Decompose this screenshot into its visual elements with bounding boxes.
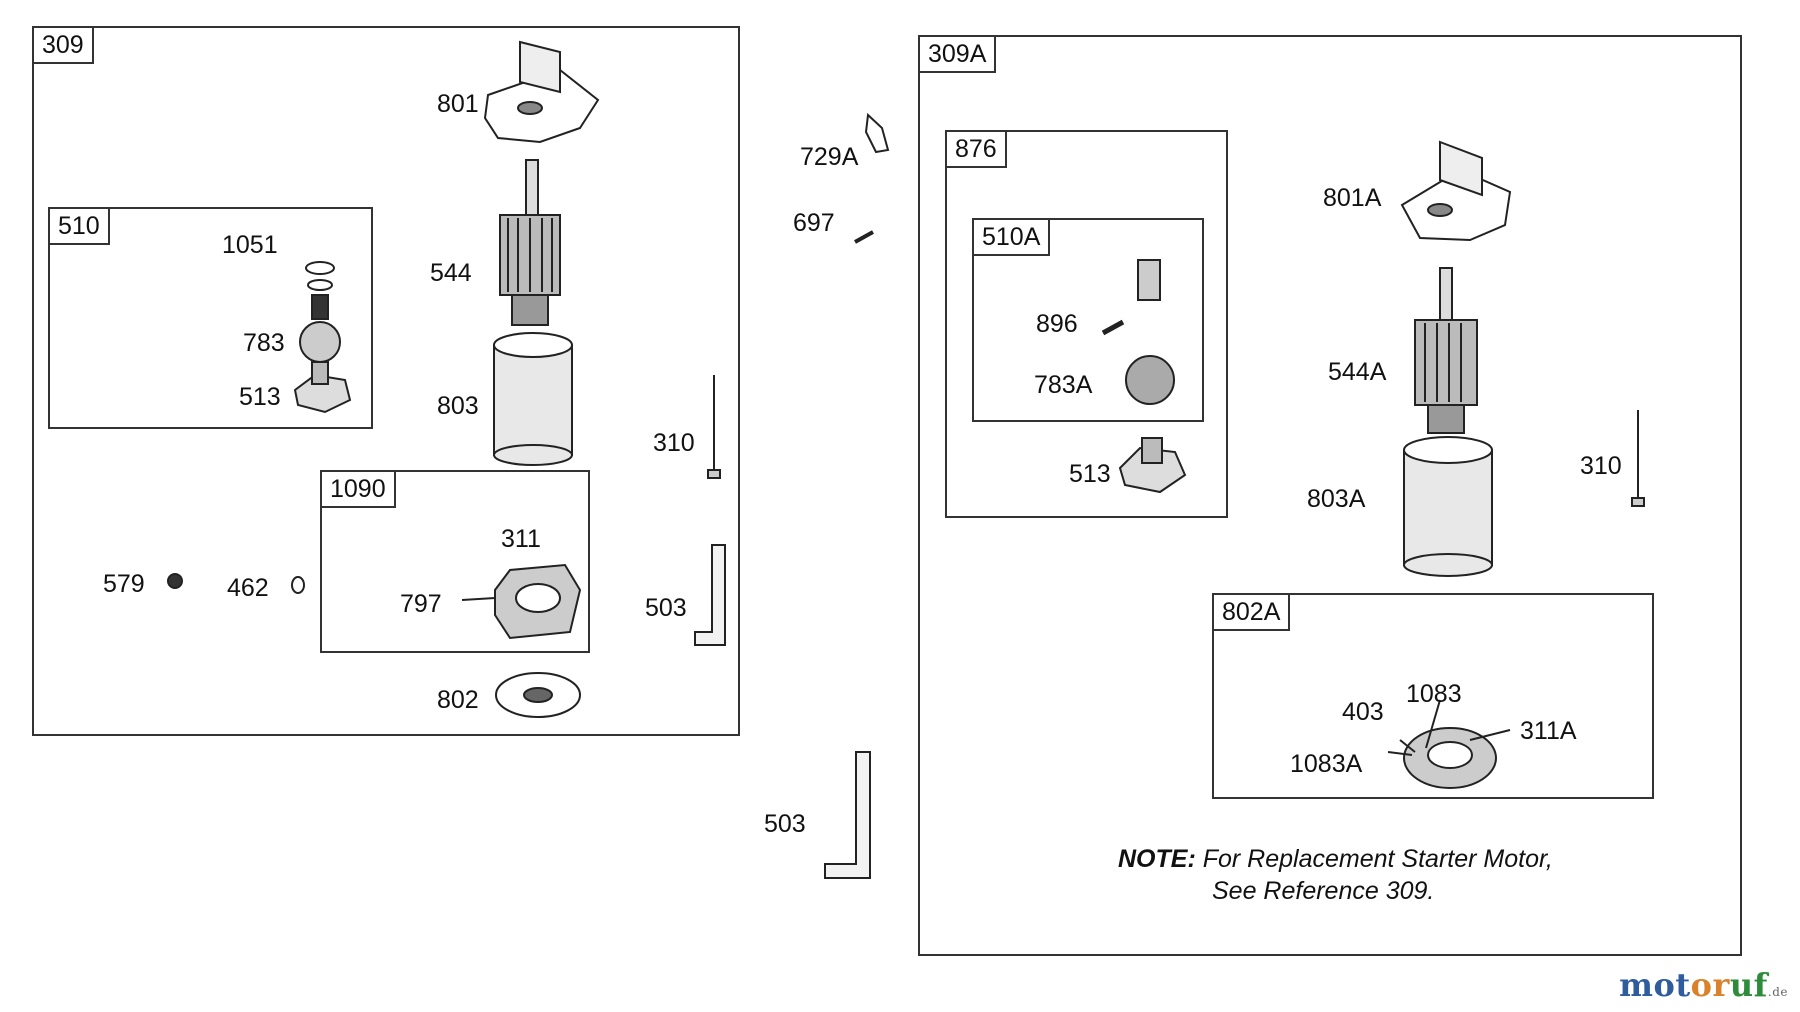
label-513: 513 [239, 383, 281, 411]
label-797: 797 [400, 590, 442, 618]
group-1090-box: 1090 [320, 470, 590, 653]
replacement-note: NOTE: For Replacement Starter Motor, See… [1118, 843, 1553, 907]
label-503-b: 503 [764, 810, 806, 838]
label-503: 503 [645, 594, 687, 622]
watermark-part-2: or [1690, 966, 1730, 1004]
part-729a-clip [864, 112, 890, 154]
note-line-2: See Reference 309. [1212, 877, 1435, 905]
part-310-bolt [707, 375, 721, 479]
label-1051: 1051 [222, 231, 278, 259]
note-line-1: For Replacement Starter Motor, [1202, 845, 1553, 873]
label-783: 783 [243, 329, 285, 357]
label-310: 310 [653, 429, 695, 457]
part-803a-housing [1403, 436, 1493, 577]
group-802a-tag: 802A [1212, 593, 1291, 631]
watermark-suffix: .de [1767, 985, 1788, 999]
part-579-nut [167, 573, 183, 589]
part-503-strap-b [824, 751, 871, 879]
label-310-b: 310 [1580, 452, 1622, 480]
part-510a-drive [1101, 259, 1187, 494]
part-544-armature [499, 159, 561, 326]
watermark-part-3: uf [1729, 966, 1768, 1004]
label-311: 311 [501, 525, 541, 553]
label-803: 803 [437, 392, 479, 420]
label-1083: 1083 [1406, 680, 1462, 708]
part-544a-armature [1414, 267, 1478, 434]
label-403: 403 [1342, 698, 1384, 726]
part-803-housing [493, 332, 573, 466]
part-510-drive [293, 261, 352, 414]
label-896: 896 [1036, 310, 1078, 338]
label-697: 697 [793, 209, 835, 237]
part-801-bracket [483, 40, 600, 144]
part-801a-bracket [1400, 140, 1512, 242]
label-783a: 783A [1034, 371, 1093, 399]
group-802a-box: 802A [1212, 593, 1654, 799]
group-510-box: 510 [48, 207, 373, 429]
group-876-tag: 876 [945, 130, 1007, 168]
label-513-b: 513 [1069, 460, 1111, 488]
group-510-tag: 510 [48, 207, 110, 245]
label-802: 802 [437, 686, 479, 714]
group-510a-tag: 510A [972, 218, 1051, 256]
part-1090-endcap [461, 563, 582, 640]
label-729a: 729A [800, 143, 859, 171]
group-309-box: 309 [32, 26, 740, 736]
part-697-screw [854, 230, 874, 244]
watermark-logo: motoruf.de [1619, 966, 1788, 1004]
label-803a: 803A [1307, 485, 1366, 513]
group-876-box: 876 [945, 130, 1228, 518]
group-1090-tag: 1090 [320, 470, 396, 508]
part-802a-endcap [1387, 699, 1511, 789]
label-801a: 801A [1323, 184, 1382, 212]
label-1083a: 1083A [1290, 750, 1363, 778]
label-544: 544 [430, 259, 472, 287]
part-503-strap [694, 544, 726, 646]
label-801: 801 [437, 90, 479, 118]
watermark-part-1: mot [1619, 966, 1691, 1004]
part-310b-bolt [1631, 410, 1645, 507]
label-579: 579 [103, 570, 145, 598]
note-label: NOTE: [1118, 845, 1196, 873]
part-462-washer [291, 576, 305, 594]
label-462: 462 [227, 574, 269, 602]
group-309a-tag: 309A [918, 35, 997, 73]
group-309-tag: 309 [32, 26, 94, 64]
label-544a: 544A [1328, 358, 1387, 386]
group-510a-box: 510A [972, 218, 1204, 422]
label-311a: 311A [1520, 717, 1577, 745]
group-309a-box: 309A [918, 35, 1742, 956]
part-802-gasket [495, 672, 581, 718]
